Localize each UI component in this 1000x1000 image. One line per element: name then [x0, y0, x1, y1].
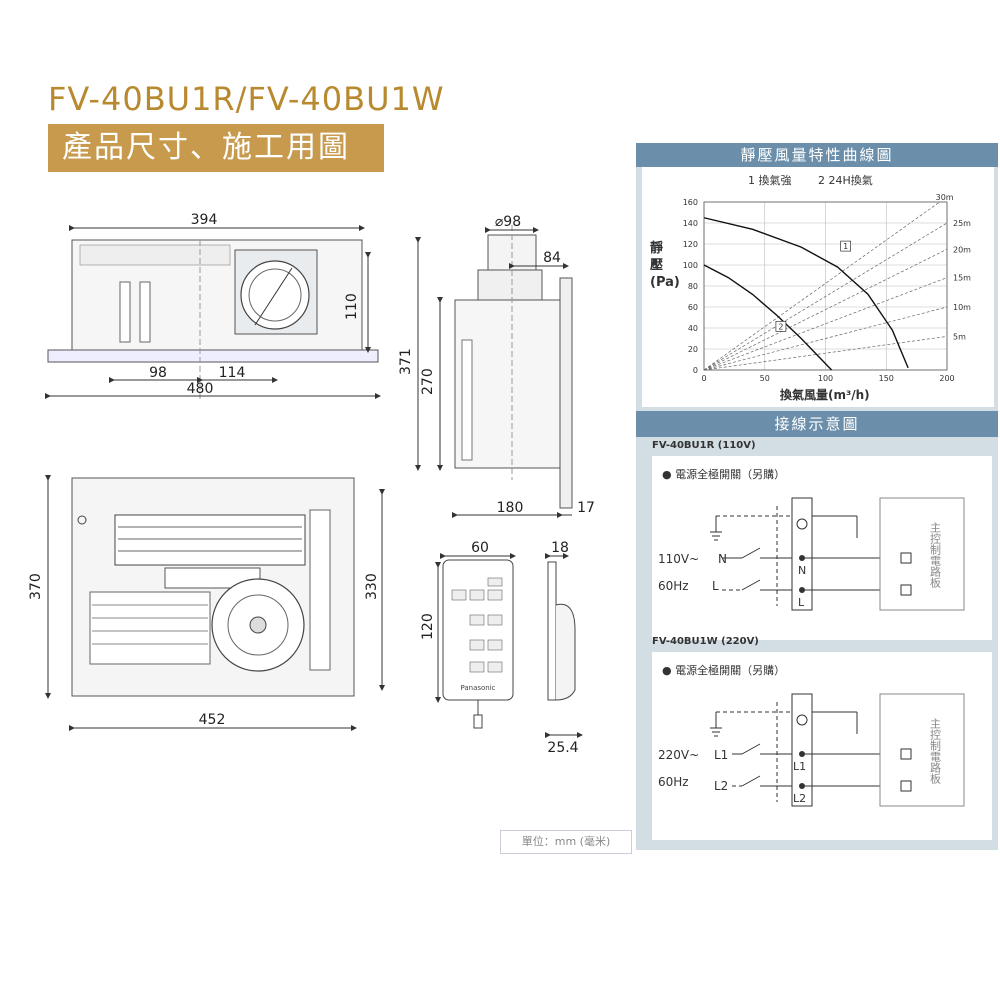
y-tick-label: 0: [693, 366, 698, 375]
wiring-r-voltage: 110V~: [658, 552, 699, 566]
wiring-r-l: L: [712, 579, 719, 593]
wiring-w-term-l1: L1: [793, 760, 806, 773]
dim-side-offset: 84: [543, 250, 561, 266]
wiring-r-board-label: 主控制電路板: [929, 522, 942, 589]
x-tick-label: 0: [701, 374, 706, 383]
wiring-w-switch-note: ● 電源全極開關（另購）: [662, 664, 786, 677]
duct-line-label: 5m: [953, 332, 966, 341]
wiring-r-title: FV-40BU1R (110V): [652, 440, 756, 451]
duct-line-label: 10m: [953, 303, 971, 312]
series-label: 2: [778, 322, 783, 331]
dim-bottom-inner-height: 330: [364, 573, 380, 600]
y-tick-label: 40: [688, 324, 698, 333]
y-tick-label: 60: [688, 303, 698, 312]
wiring-w-freq: 60Hz: [658, 775, 689, 789]
y-tick-label: 100: [683, 261, 698, 270]
bottom-view: 370 330 452: [28, 475, 385, 731]
chart-xlabel: 換氣風量(m³/h): [780, 388, 870, 402]
remote-control: Panasonic 60 120 18 25.4: [420, 540, 583, 756]
wiring-r-diagram: 110V~ N 60Hz L N L 主控制電路板: [658, 497, 965, 611]
duct-line-label: 20m: [953, 245, 971, 254]
duct-line: [703, 201, 940, 371]
wiring-w-l1: L1: [714, 748, 728, 762]
x-tick-label: 100: [818, 374, 833, 383]
x-tick-label: 50: [760, 374, 770, 383]
dim-top-left: 98: [149, 365, 167, 381]
y-tick-label: 140: [683, 219, 698, 228]
wiring-header: 接線示意圖: [636, 411, 998, 437]
duct-line: [703, 336, 948, 371]
wiring-diagrams: 110V~ N 60Hz L N L 主控制電路板 220V~ L1 60Hz …: [658, 497, 965, 807]
y-tick-label: 160: [683, 198, 698, 207]
y-tick-label: 120: [683, 240, 698, 249]
wiring-r-n: N: [718, 552, 727, 566]
chart-legend-2: 2 24H換氣: [818, 174, 873, 187]
dim-remote-depth-total: 25.4: [547, 740, 578, 756]
x-tick-label: 200: [939, 374, 954, 383]
duct-line: [703, 306, 948, 371]
dim-side-body-height: 270: [420, 368, 436, 395]
duct-line: [703, 222, 948, 371]
series-line: [703, 264, 833, 371]
wiring-r-switch-note: ● 電源全極開關（另購）: [662, 468, 786, 481]
series-line: [703, 217, 909, 369]
wiring-w-l2: L2: [714, 779, 728, 793]
wiring-w-term-l2: L2: [793, 792, 806, 805]
duct-line: [703, 248, 948, 371]
wiring-w-title: FV-40BU1W (220V): [652, 636, 759, 647]
wiring-w-diagram: 220V~ L1 60Hz L2 L1 L2 主控制電路板: [658, 693, 965, 807]
side-view: ⌀98 84 371 270 180 17: [398, 214, 595, 518]
dim-remote-width: 60: [471, 540, 489, 556]
section-banner: 產品尺寸、施工用圖: [48, 124, 384, 172]
technical-drawings: 394 110 98 114 480 ⌀98 84 371 270 180: [28, 212, 595, 756]
chart-area: [642, 167, 994, 407]
dim-top-width: 394: [191, 212, 218, 228]
plot-frame: [703, 201, 948, 371]
y-tick-label: 20: [688, 345, 698, 354]
wiring-w-voltage: 220V~: [658, 748, 699, 762]
duct-line: [703, 277, 948, 371]
dim-side-panel: 17: [577, 500, 595, 516]
wiring-r-term-l: L: [798, 596, 805, 609]
dim-remote-depth: 18: [551, 540, 569, 556]
chart-legend-1: 1 換氣強: [748, 174, 792, 187]
wiring-r-term-n: N: [798, 564, 806, 577]
series-label-box: [775, 321, 787, 332]
duct-line-label: 15m: [953, 274, 971, 283]
series-label-box: [840, 240, 851, 252]
chart-header: 靜壓風量特性曲線圖: [636, 143, 998, 167]
dim-side-duct: ⌀98: [495, 214, 521, 230]
wiring-r-freq: 60Hz: [658, 579, 689, 593]
unit-note: 單位：mm (毫米): [500, 830, 632, 854]
model-title: FV-40BU1R/FV-40BU1W: [48, 80, 445, 118]
y-tick-label: 80: [688, 282, 698, 291]
dim-side-depth: 180: [497, 500, 524, 516]
series-label: 1: [843, 242, 848, 251]
remote-brand: Panasonic: [460, 684, 495, 692]
wiring-w-board-label: 主控制電路板: [929, 718, 942, 785]
dim-top-height: 110: [344, 293, 360, 320]
dim-remote-height: 120: [420, 613, 436, 640]
top-view: 394 110 98 114 480: [45, 212, 381, 400]
dim-bottom-outer-height: 370: [28, 573, 44, 600]
dim-top-bottom-width: 480: [187, 381, 214, 397]
dim-top-mid: 114: [219, 365, 246, 381]
duct-line-label: 25m: [953, 219, 971, 228]
dim-side-total-height: 371: [398, 348, 414, 375]
duct-line-label: 30m: [936, 193, 954, 202]
dim-bottom-width: 452: [199, 712, 226, 728]
x-tick-label: 150: [879, 374, 894, 383]
